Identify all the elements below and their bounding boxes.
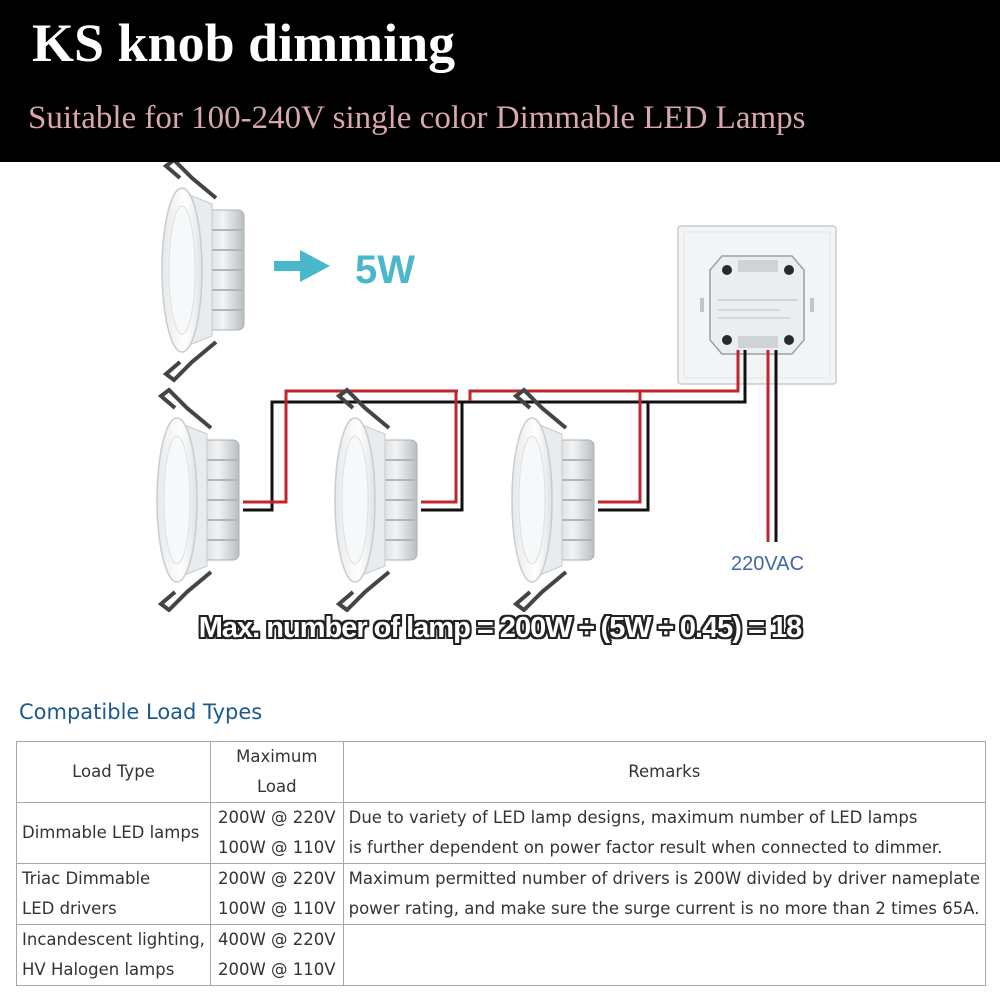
- load-type-cell: Triac Dimmable LED drivers: [16, 863, 211, 925]
- arrow-right-icon: [274, 250, 330, 282]
- load-type-cell: Dimmable LED lamps: [16, 802, 211, 864]
- header-banner: KS knob dimming Suitable for 100-240V si…: [0, 0, 1000, 162]
- max-lamp-formula: Max. number of lamp = 200W ÷ (5W ÷ 0.45)…: [198, 612, 802, 644]
- max-load-value: 200W @ 220V: [217, 808, 336, 827]
- page-subtitle: Suitable for 100-240V single color Dimma…: [28, 100, 806, 136]
- load-type-text: LED drivers: [22, 899, 117, 918]
- neutral-wiring: [243, 350, 747, 512]
- remarks-cell: [342, 924, 987, 986]
- max-load-cell: 200W @ 220V 100W @ 110V: [209, 863, 344, 925]
- remarks-text: Due to variety of LED lamp designs, maxi…: [348, 808, 918, 827]
- page-title: KS knob dimming: [32, 13, 456, 73]
- reference-lamp: [160, 162, 246, 382]
- max-load-cell: 400W @ 220V 200W @ 110V: [209, 924, 344, 986]
- load-type-text: Triac Dimmable: [22, 869, 151, 888]
- load-types-table: Load Type Maximum Load Remarks Dimmable …: [16, 741, 987, 986]
- voltage-label: 220VAC: [731, 553, 804, 575]
- wiring-diagram: 5W 220VAC: [155, 162, 837, 612]
- table-row: Dimmable LED lamps 200W @ 220V 100W @ 11…: [16, 802, 987, 864]
- remarks-cell: Maximum permitted number of drivers is 2…: [342, 863, 987, 925]
- connected-lamp: [333, 388, 419, 612]
- load-type-text: Dimmable LED lamps: [22, 823, 200, 842]
- connected-lamp: [155, 388, 241, 612]
- column-header: Remarks: [342, 741, 987, 803]
- max-load-value: 200W @ 220V: [217, 869, 336, 888]
- mains-input-wiring: [766, 350, 778, 542]
- remarks-text: Maximum permitted number of drivers is 2…: [348, 869, 980, 888]
- remarks-text: power rating, and make sure the surge cu…: [348, 899, 980, 918]
- column-header: Load Type: [16, 741, 211, 803]
- max-load-value: 400W @ 220V: [217, 930, 336, 949]
- load-type-text: Incandescent lighting,: [22, 930, 205, 949]
- max-load-value: 200W @ 110V: [217, 960, 336, 979]
- remarks-text: is further dependent on power factor res…: [348, 838, 943, 857]
- table-header-row: Load Type Maximum Load Remarks: [16, 741, 987, 803]
- live-wiring: [243, 350, 740, 504]
- ks-knob-dimmer: [677, 225, 837, 385]
- load-type-cell: Incandescent lighting, HV Halogen lamps: [16, 924, 211, 986]
- max-load-value: 100W @ 110V: [217, 899, 336, 918]
- table-row: Incandescent lighting, HV Halogen lamps …: [16, 924, 987, 986]
- max-load-cell: 200W @ 220V 100W @ 110V: [209, 802, 344, 864]
- lamp-wattage-label: 5W: [355, 248, 415, 292]
- max-load-value: 100W @ 110V: [217, 838, 336, 857]
- load-type-text: HV Halogen lamps: [22, 960, 175, 979]
- connected-lamp: [510, 388, 596, 612]
- table-row: Triac Dimmable LED drivers 200W @ 220V 1…: [16, 863, 987, 925]
- remarks-cell: Due to variety of LED lamp designs, maxi…: [342, 802, 987, 864]
- load-types-title: Compatible Load Types: [19, 700, 263, 724]
- column-header: Maximum Load: [209, 741, 344, 803]
